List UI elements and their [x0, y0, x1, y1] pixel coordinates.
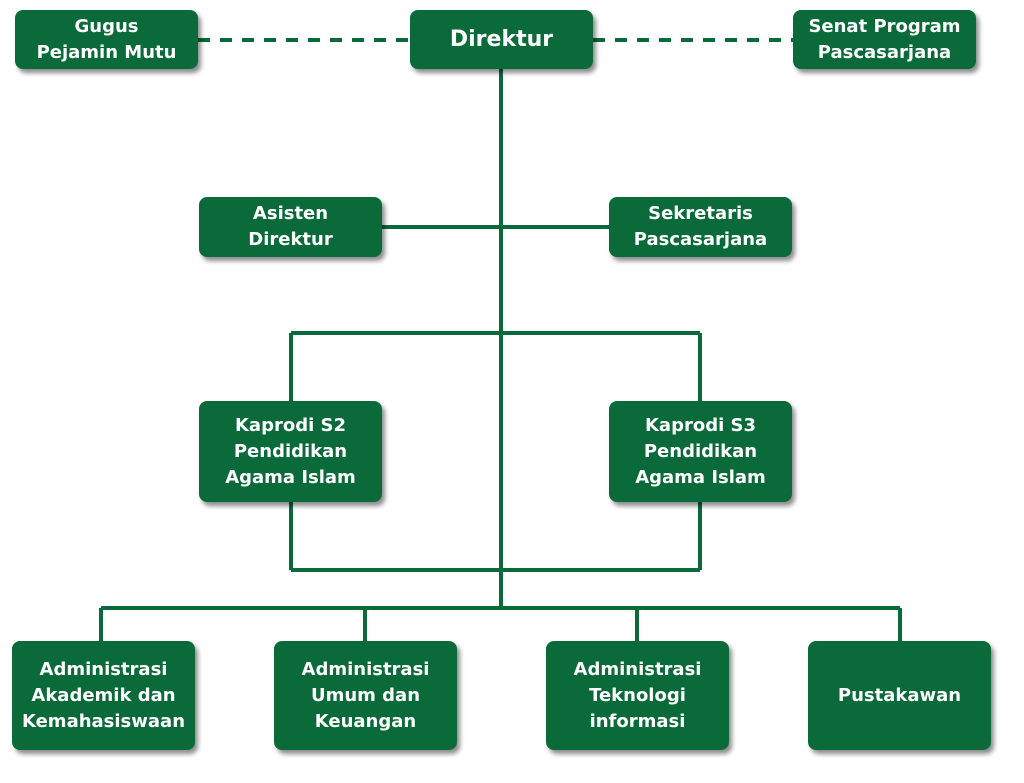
node-kaprodi-s3: Kaprodi S3 Pendidikan Agama Islam [609, 401, 792, 502]
node-sekretaris-pascasarjana: Sekretaris Pascasarjana [609, 197, 792, 257]
node-administrasi-akademik: Administrasi Akademik dan Kemahasiswaan [12, 641, 195, 750]
node-asisten-direktur: Asisten Direktur [199, 197, 382, 257]
node-pustakawan: Pustakawan [808, 641, 991, 750]
node-administrasi-umum: Administrasi Umum dan Keuangan [274, 641, 457, 750]
node-administrasi-teknologi: Administrasi Teknologi informasi [546, 641, 729, 750]
node-kaprodi-s2: Kaprodi S2 Pendidikan Agama Islam [199, 401, 382, 502]
node-direktur: Direktur [410, 10, 593, 69]
node-senat-program-pascasarjana: Senat Program Pascasarjana [793, 10, 976, 69]
node-gugus-pejamin-mutu: Gugus Pejamin Mutu [15, 10, 198, 69]
